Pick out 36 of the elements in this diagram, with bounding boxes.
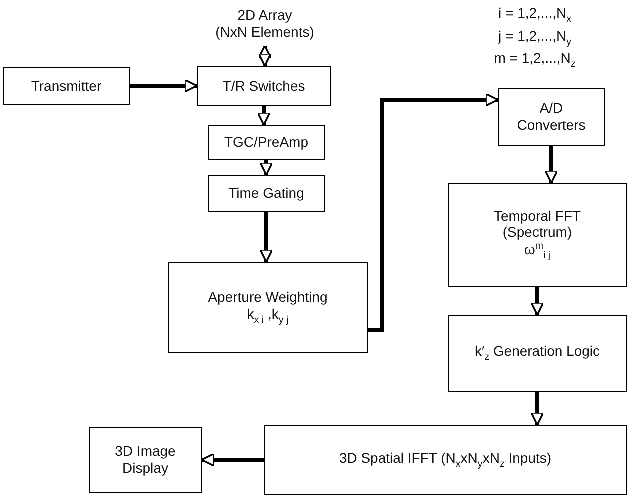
index-range: j = 1,2,...,N$_{y}$: [498, 26, 572, 49]
box-label: Transmitter: [31, 78, 102, 94]
box-label: 3D Image Display: [114, 443, 177, 477]
box-label: 3D Spatial IFFT (N$_{x}$xN$_{y}$xN$_{z}$ Inputs): [339, 450, 552, 470]
index-range: i = 1,2,...,N$_{x}$: [498, 4, 572, 26]
process-box: [168, 262, 368, 353]
process-box: [3, 67, 130, 105]
arrow: [258, 45, 272, 67]
arrow: [130, 79, 198, 93]
array-label: (NxN Elements): [216, 24, 314, 41]
arrow: [530, 392, 544, 426]
arrow: [368, 93, 499, 332]
arrow: [257, 106, 271, 126]
arrow: [260, 212, 274, 263]
box-label: k′$_{z}$ Generation Logic: [474, 343, 600, 364]
process-box: [208, 175, 325, 212]
arrow: [530, 287, 544, 316]
process-box: [89, 427, 202, 493]
box-label: T/R Switches: [222, 78, 306, 94]
process-box: [197, 66, 331, 106]
arrow: [201, 453, 264, 467]
box-label: Time Gating: [228, 185, 304, 202]
box-formula: k$_{x i}$ ,k$_{y j}$: [247, 306, 289, 326]
index-range: m = 1,2,...,N$_{z}$: [494, 49, 576, 72]
array-label: 2D Array: [238, 7, 292, 24]
arrow: [544, 146, 558, 184]
box-label: Temporal FFT (Spectrum): [492, 208, 582, 242]
process-box: [448, 183, 627, 287]
process-box: [208, 125, 325, 160]
arrow: [260, 160, 274, 176]
box-label: Aperture Weighting: [208, 288, 328, 306]
process-box: [498, 88, 605, 146]
process-box: [264, 425, 627, 495]
box-label: TGC/PreAmp: [224, 134, 308, 151]
process-box: [448, 315, 627, 392]
box-label: A/D Converters: [516, 100, 587, 134]
